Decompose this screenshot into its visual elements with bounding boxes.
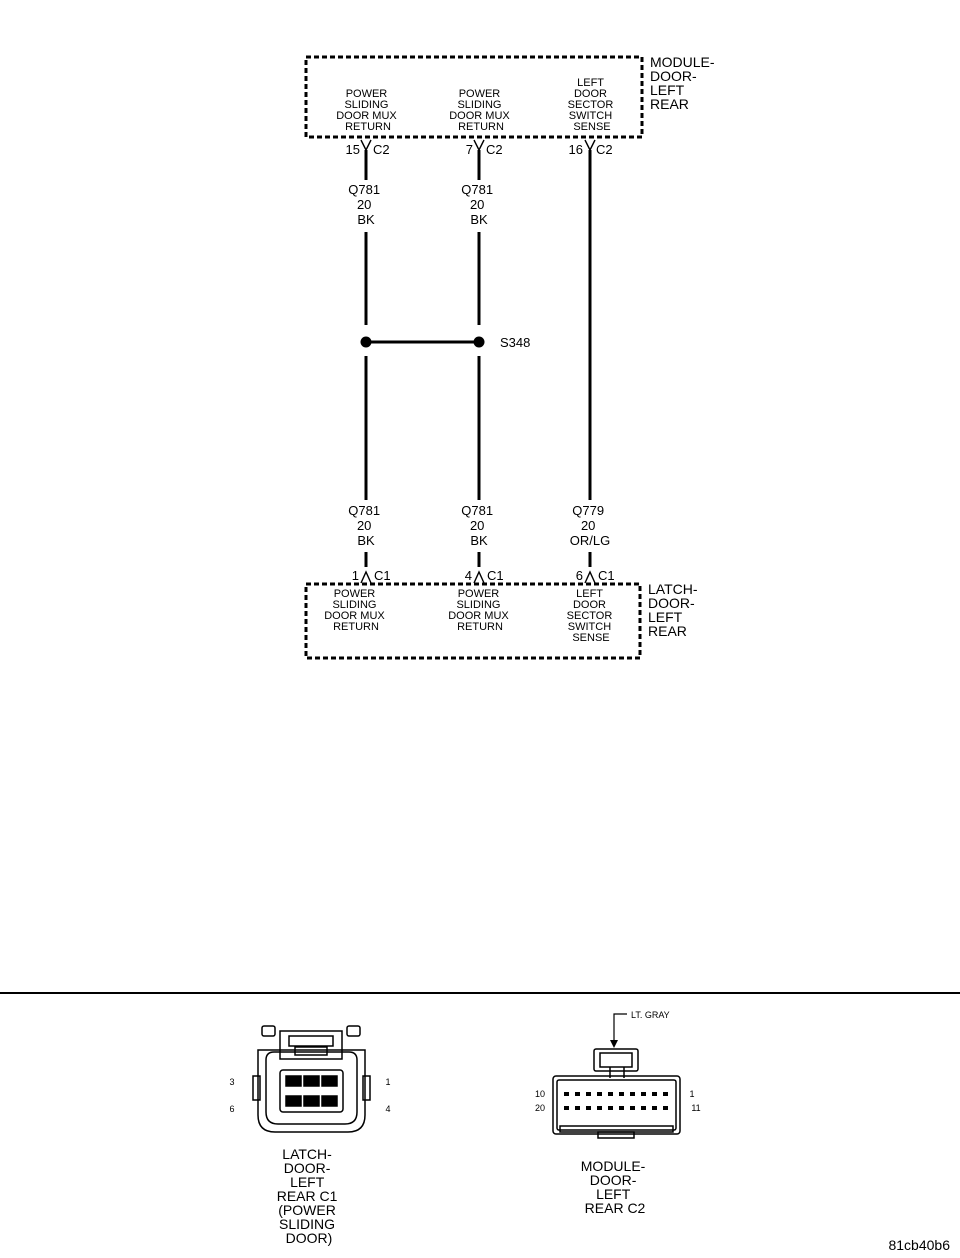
c1-pin-label: 1 <box>385 1077 390 1087</box>
connector-marker-icon <box>584 139 596 152</box>
wire-label: Q779 20 OR/LG <box>570 503 610 548</box>
c1-pin-label: 3 <box>229 1077 234 1087</box>
splice-dot <box>360 336 372 348</box>
wire-label: Q781 20 BK <box>348 503 383 548</box>
bottom-pin-function: POWER SLIDING DOOR MUX RETURN <box>324 588 388 633</box>
c1-pin-label: 6 <box>229 1104 234 1114</box>
connector-marker-icon <box>473 139 485 152</box>
arrow-icon <box>610 1040 618 1048</box>
bottom-pin-number: 4 <box>465 568 472 583</box>
top-module-box <box>304 55 644 139</box>
connector-marker-icon <box>473 570 485 584</box>
c2-caption: MODULE- DOOR- LEFT REAR C2 <box>581 1158 649 1216</box>
bottom-pin-connector: C1 <box>487 568 504 583</box>
connector-c1-face-icon <box>252 1025 371 1133</box>
bottom-pin-connector: C1 <box>598 568 615 583</box>
bottom-pin-connector: C1 <box>374 568 391 583</box>
c1-caption: LATCH- DOOR- LEFT REAR C1 (POWER SLIDING… <box>277 1146 342 1246</box>
connector-c2-face-icon <box>552 1048 681 1139</box>
top-pin-connector: C2 <box>373 142 390 157</box>
c2-pin-label: 20 <box>535 1103 545 1113</box>
connector-marker-icon <box>360 139 372 152</box>
bottom-module-box <box>304 582 642 660</box>
connector-marker-icon <box>360 570 372 584</box>
c2-pin-label: 10 <box>535 1089 545 1099</box>
bottom-pin-function: POWER SLIDING DOOR MUX RETURN <box>448 588 512 633</box>
c2-pin-label: 1 <box>689 1089 694 1099</box>
c2-pin-label: 11 <box>691 1103 700 1113</box>
top-pin-number: 7 <box>466 142 473 157</box>
leader-line <box>613 1013 627 1044</box>
bottom-module-name: LATCH- DOOR- LEFT REAR <box>648 581 701 639</box>
c1-pin-label: 4 <box>385 1104 390 1114</box>
bottom-pin-number: 6 <box>576 568 583 583</box>
wire-label: Q781 20 BK <box>461 503 496 548</box>
top-pin-number: 15 <box>346 142 360 157</box>
connector-marker-icon <box>584 570 596 584</box>
bottom-pin-function: LEFT DOOR SECTOR SWITCH SENSE <box>567 588 616 644</box>
wire-label: Q781 20 BK <box>461 182 496 227</box>
wire-label: Q781 20 BK <box>348 182 383 227</box>
c2-cavity-rows <box>564 1092 668 1110</box>
top-pin-connector: C2 <box>596 142 613 157</box>
splice-label: S348 <box>500 335 530 350</box>
top-pin-function: POWER SLIDING DOOR MUX RETURN <box>449 88 513 133</box>
figure-id: 81cb40b6 <box>888 1237 950 1253</box>
bottom-pin-number: 1 <box>352 568 359 583</box>
top-pin-function: LEFT DOOR SECTOR SWITCH SENSE <box>568 77 617 133</box>
top-pin-function: POWER SLIDING DOOR MUX RETURN <box>336 88 400 133</box>
top-module-name: MODULE- DOOR- LEFT REAR <box>650 54 718 112</box>
top-pin-connector: C2 <box>486 142 503 157</box>
top-pin-number: 16 <box>569 142 583 157</box>
splice-dot <box>473 336 485 348</box>
c2-color-label: LT. GRAY <box>631 1010 670 1020</box>
